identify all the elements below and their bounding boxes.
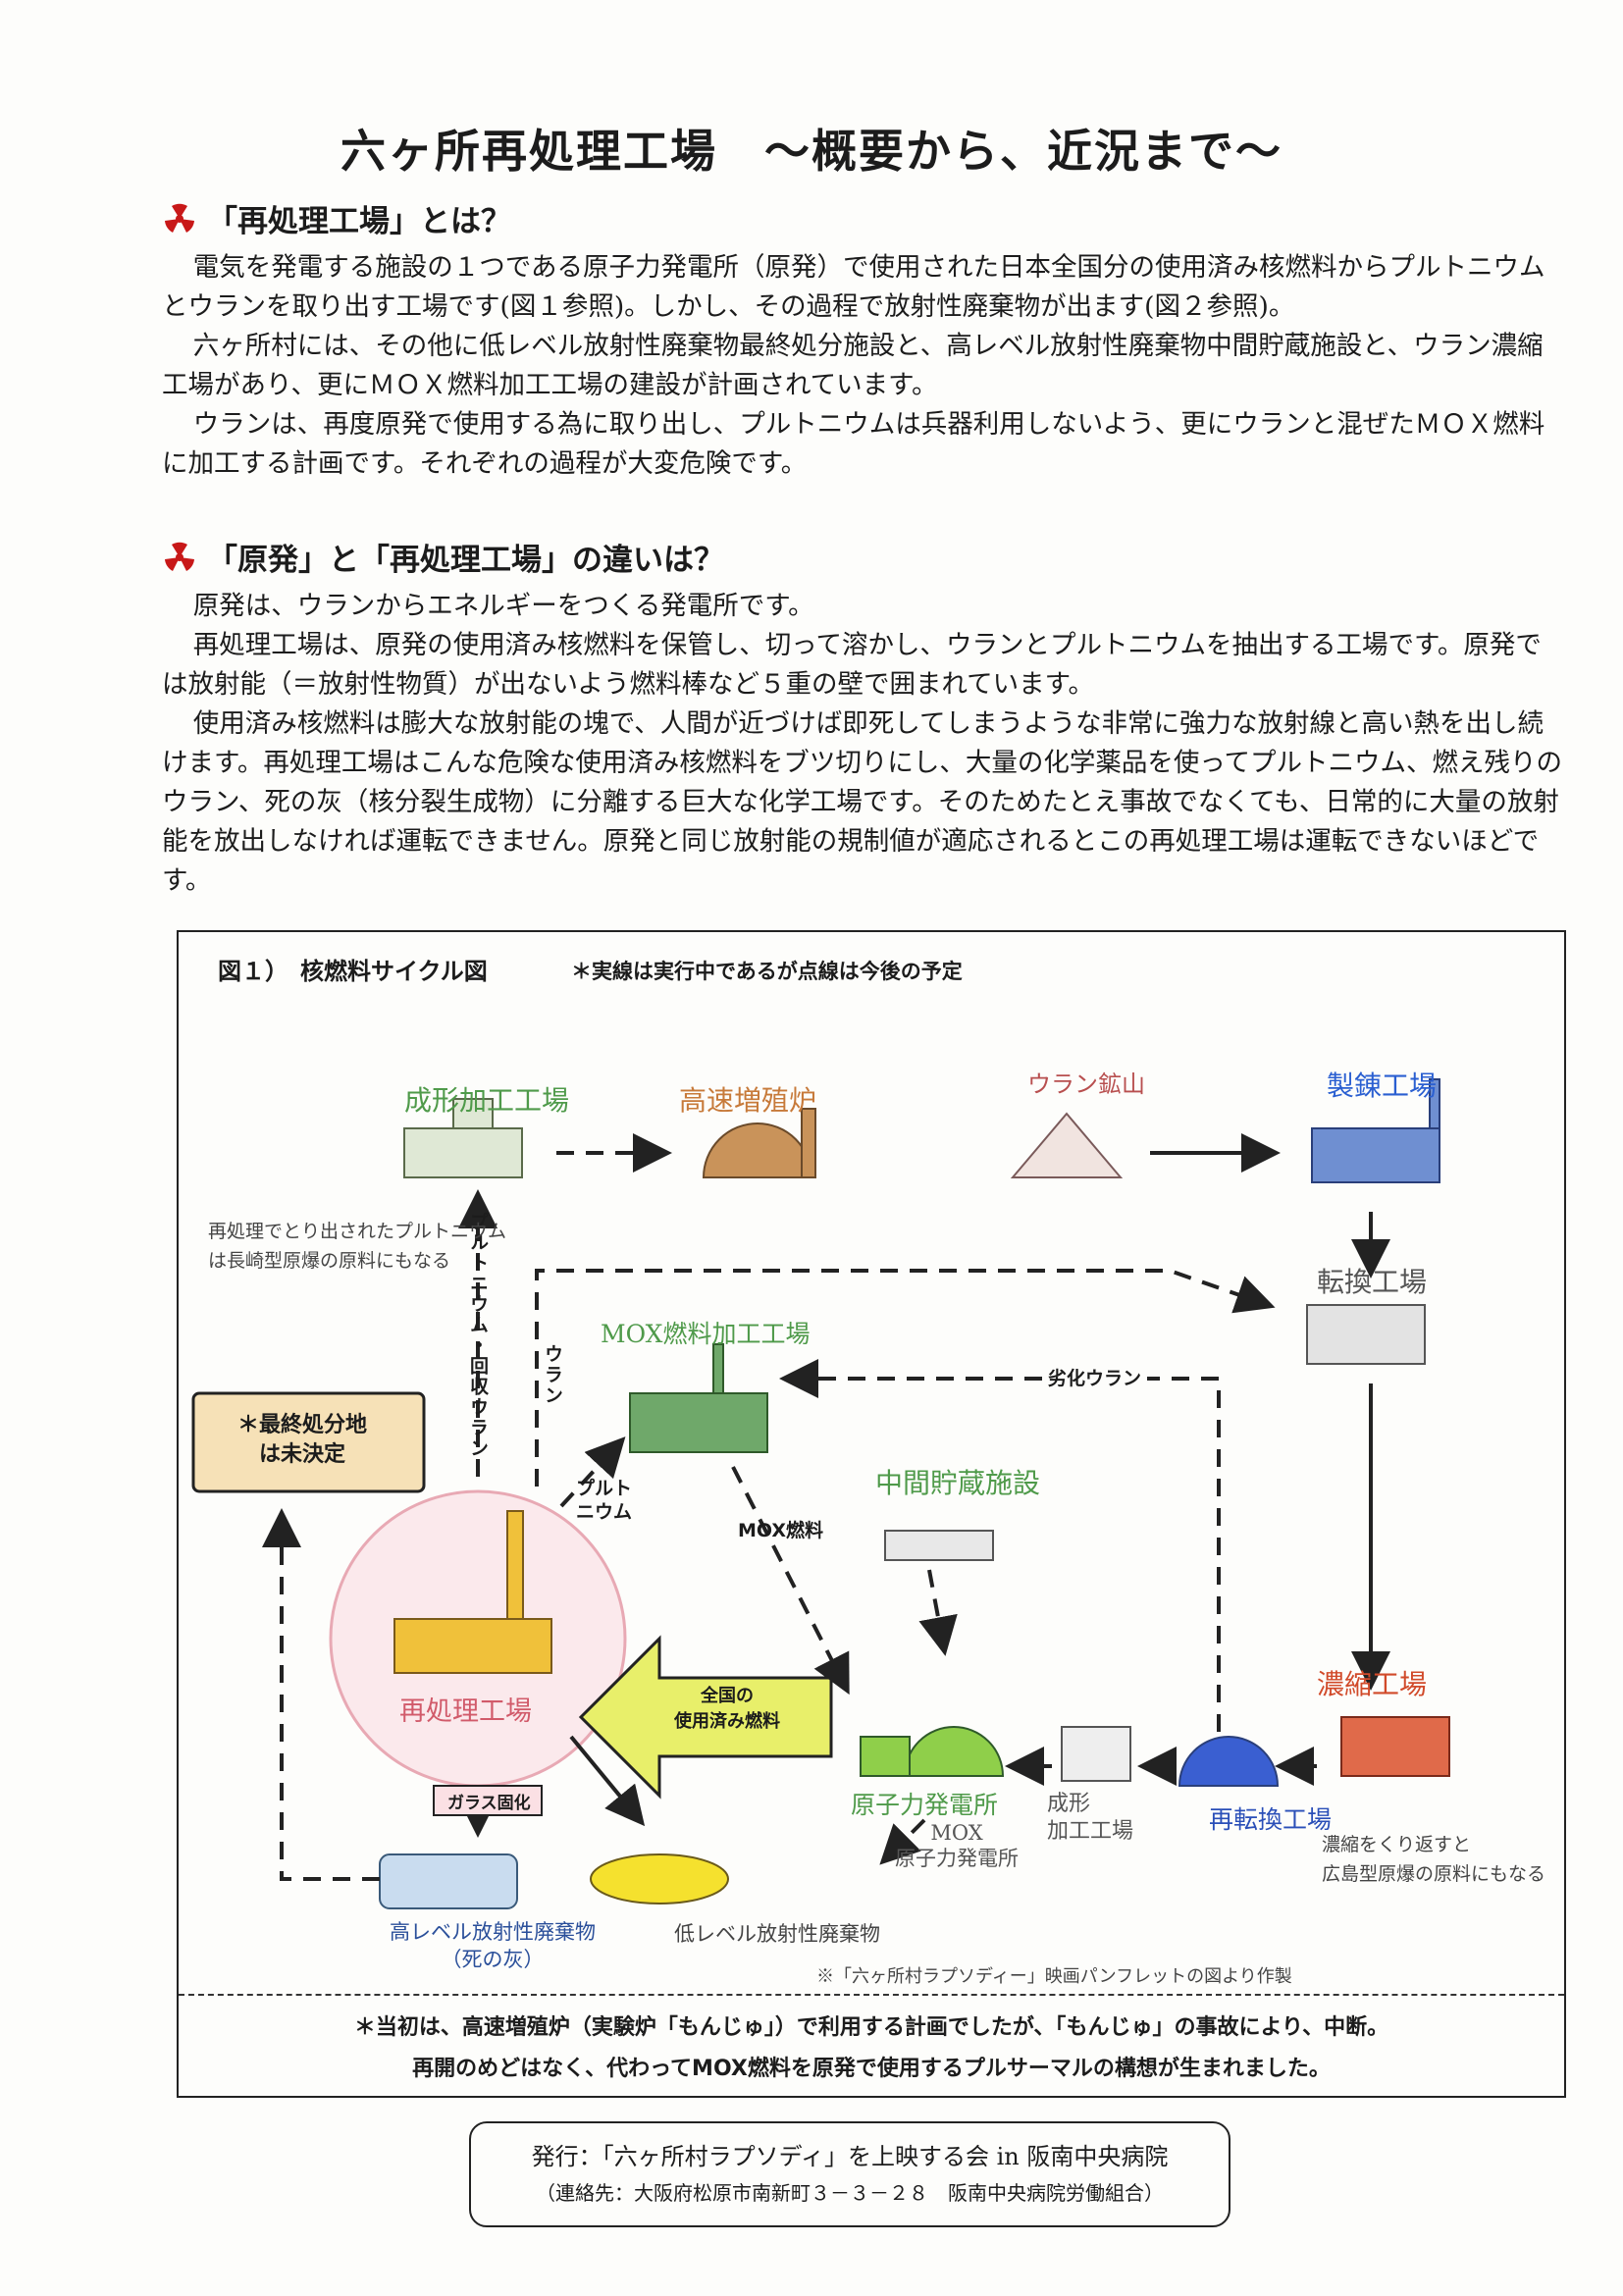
label-reprocessing: 再処理工場 <box>399 1696 532 1727</box>
cycle-diagram-graphics <box>191 1078 1450 1909</box>
label-mox-plant: MOX燃料加工工場 <box>601 1320 811 1348</box>
nuclear-fuel-cycle-figure: 図１） 核燃料サイクル図 ＊実線は実行中であるが点線は今後の予定 成形加工工場 … <box>177 930 1566 2098</box>
label-npp: 原子力発電所 <box>851 1791 999 1819</box>
paragraph: 再処理工場は、原発の使用済み核燃料を保管し、切って溶かし、ウランとプルトニウムを… <box>162 630 1542 700</box>
section-difference: 「原発」と「再処理工場」の違いは？ 原発は、ウランからエネルギーをつくる発電所で… <box>162 535 1565 901</box>
label-enrichment: 濃縮工場 <box>1317 1668 1428 1700</box>
section-heading: 「再処理工場」とは？ <box>207 204 511 239</box>
label-mox-fuel: MOX燃料 <box>738 1520 824 1541</box>
seikei-factory-icon-2 <box>1061 1726 1131 1782</box>
paragraph: 六ヶ所村には、その他に低レベル放射性廃棄物最終処分施設と、高レベル放射性廃棄物中… <box>162 331 1544 400</box>
seikei-factory-icon-1 <box>403 1098 523 1178</box>
figure-note: ＊実線は実行中であるが点線は今後の予定 <box>571 960 963 983</box>
label-reconversion: 再転換工場 <box>1209 1805 1333 1834</box>
publisher-box: 発行：「六ヶ所村ラプソディ」を上映する会 in 阪南中央病院 （連絡先：大阪府松… <box>469 2121 1230 2227</box>
reconversion-plant-icon <box>1178 1736 1280 1787</box>
label-plutonium: プルト ニウム <box>576 1478 633 1523</box>
footnote-line: 再開のめどはなく、代わってMOX燃料を原発で使用するプルサーマルの構想が生まれま… <box>412 2057 1331 2081</box>
figure-footnote: ＊当初は、高速増殖炉（実験炉「もんじゅ」）で利用する計画でしたが、「もんじゅ」の… <box>179 1994 1564 2098</box>
arrow-pu-to-mox <box>559 1436 626 1508</box>
paragraph: 電気を発電する施設の１つである原子力発電所（原発）で使用された日本全国分の使用済… <box>162 252 1545 322</box>
paragraph: ウランは、再度原発で使用する為に取り出し、プルトニウムは兵器利用しないよう、更に… <box>162 409 1545 479</box>
fast-breeder-reactor-icon <box>702 1108 816 1178</box>
radiation-icon <box>165 203 194 233</box>
arrow-npp-to-low-waste <box>879 1818 926 1865</box>
label-spent-fuel: 全国の 使用済み燃料 <box>674 1686 780 1732</box>
label-glass-solidify: ガラス固化 <box>447 1794 531 1813</box>
label-depleted-uranium: 劣化ウラン <box>1042 1364 1148 1390</box>
final-disposal-scroll <box>191 1391 426 1493</box>
label-seikei-1: 成形加工工場 <box>404 1084 570 1117</box>
footnote-line: ＊当初は、高速増殖炉（実験炉「もんじゅ」）で利用する計画でしたが、「もんじゅ」の… <box>353 2015 1389 2040</box>
paragraph: 原発は、ウランからエネルギーをつくる発電所です。 <box>192 591 814 621</box>
publisher-line: 発行：「六ヶ所村ラプソディ」を上映する会 in 阪南中央病院 <box>531 2143 1169 2170</box>
label-mox-npp: MOX 原子力発電所 <box>895 1821 1019 1870</box>
paragraph: 使用済み核燃料は膨大な放射能の塊で、人間が近づけば即死してしまうような非常に強力… <box>162 708 1563 896</box>
label-seikei-2: 成形 加工工場 <box>1047 1792 1134 1844</box>
high-level-waste-icon <box>379 1853 518 1909</box>
enrichment-plant-icon <box>1340 1716 1450 1777</box>
label-conversion: 転換工場 <box>1317 1266 1428 1298</box>
conversion-plant-icon <box>1306 1304 1426 1365</box>
figure-label: 図１） 核燃料サイクル図 <box>218 958 488 985</box>
section-what-is-reprocessing: 「再処理工場」とは？ 電気を発電する施設の１つである原子力発電所（原発）で使用さ… <box>162 196 1565 484</box>
label-uranium: ウラン <box>542 1344 563 1406</box>
arrow-mox-to-npp <box>731 1466 850 1696</box>
arrow-depleted-uranium <box>779 1359 1221 1732</box>
refinery-icon <box>1311 1078 1440 1183</box>
low-level-waste-icon <box>590 1853 729 1905</box>
label-interim-storage: 中間貯蔵施設 <box>875 1467 1041 1499</box>
nuclear-power-plant-icon <box>860 1726 1005 1777</box>
section-heading: 「原発」と「再処理工場」の違いは？ <box>207 543 724 578</box>
label-final-disposal: ＊最終処分地 は未決定 <box>237 1413 368 1467</box>
label-refinery: 製錬工場 <box>1327 1070 1438 1102</box>
note-left: 再処理でとり出されたプルトニウム は長崎型原爆の原料にもなる <box>208 1221 507 1272</box>
arrow-storage-to-npp <box>918 1569 958 1656</box>
contact-line: （連絡先：大阪府松原市南新町３－３－２８ 阪南中央病院労働組合） <box>536 2181 1164 2205</box>
label-pu-recovered-u: プルトニウム・回収ウラン <box>467 1212 489 1459</box>
glass-box <box>433 1785 543 1816</box>
uranium-mine-icon <box>1010 1112 1124 1178</box>
label-low-level-waste: 低レベル放射性廃棄物 <box>674 1922 880 1946</box>
spent-fuel-arrow <box>578 1635 833 1800</box>
page-title: 六ヶ所再処理工場 ～概要から、近況まで～ <box>340 125 1283 178</box>
label-high-level-waste: 高レベル放射性廃棄物 （死の灰） <box>390 1920 596 1971</box>
arrow-uranium-to-conversion <box>535 1269 1276 1487</box>
note-right: 濃縮をくり返すと 広島型原爆の原料にもなる <box>1322 1834 1546 1885</box>
reprocessing-plant-icon <box>393 1510 552 1674</box>
label-fast-breeder: 高速増殖炉 <box>679 1084 817 1117</box>
note-source: ※「六ヶ所村ラプソディー」映画パンフレットの図より作製 <box>816 1966 1292 1987</box>
arrow-high-waste-to-disposal <box>262 1508 380 1881</box>
label-mine: ウラン鉱山 <box>1027 1070 1145 1098</box>
arrow-reprocessing-to-low-waste <box>569 1735 646 1827</box>
radiation-icon <box>165 542 194 571</box>
mox-plant-icon <box>629 1343 768 1453</box>
interim-storage-icon <box>884 1530 994 1561</box>
